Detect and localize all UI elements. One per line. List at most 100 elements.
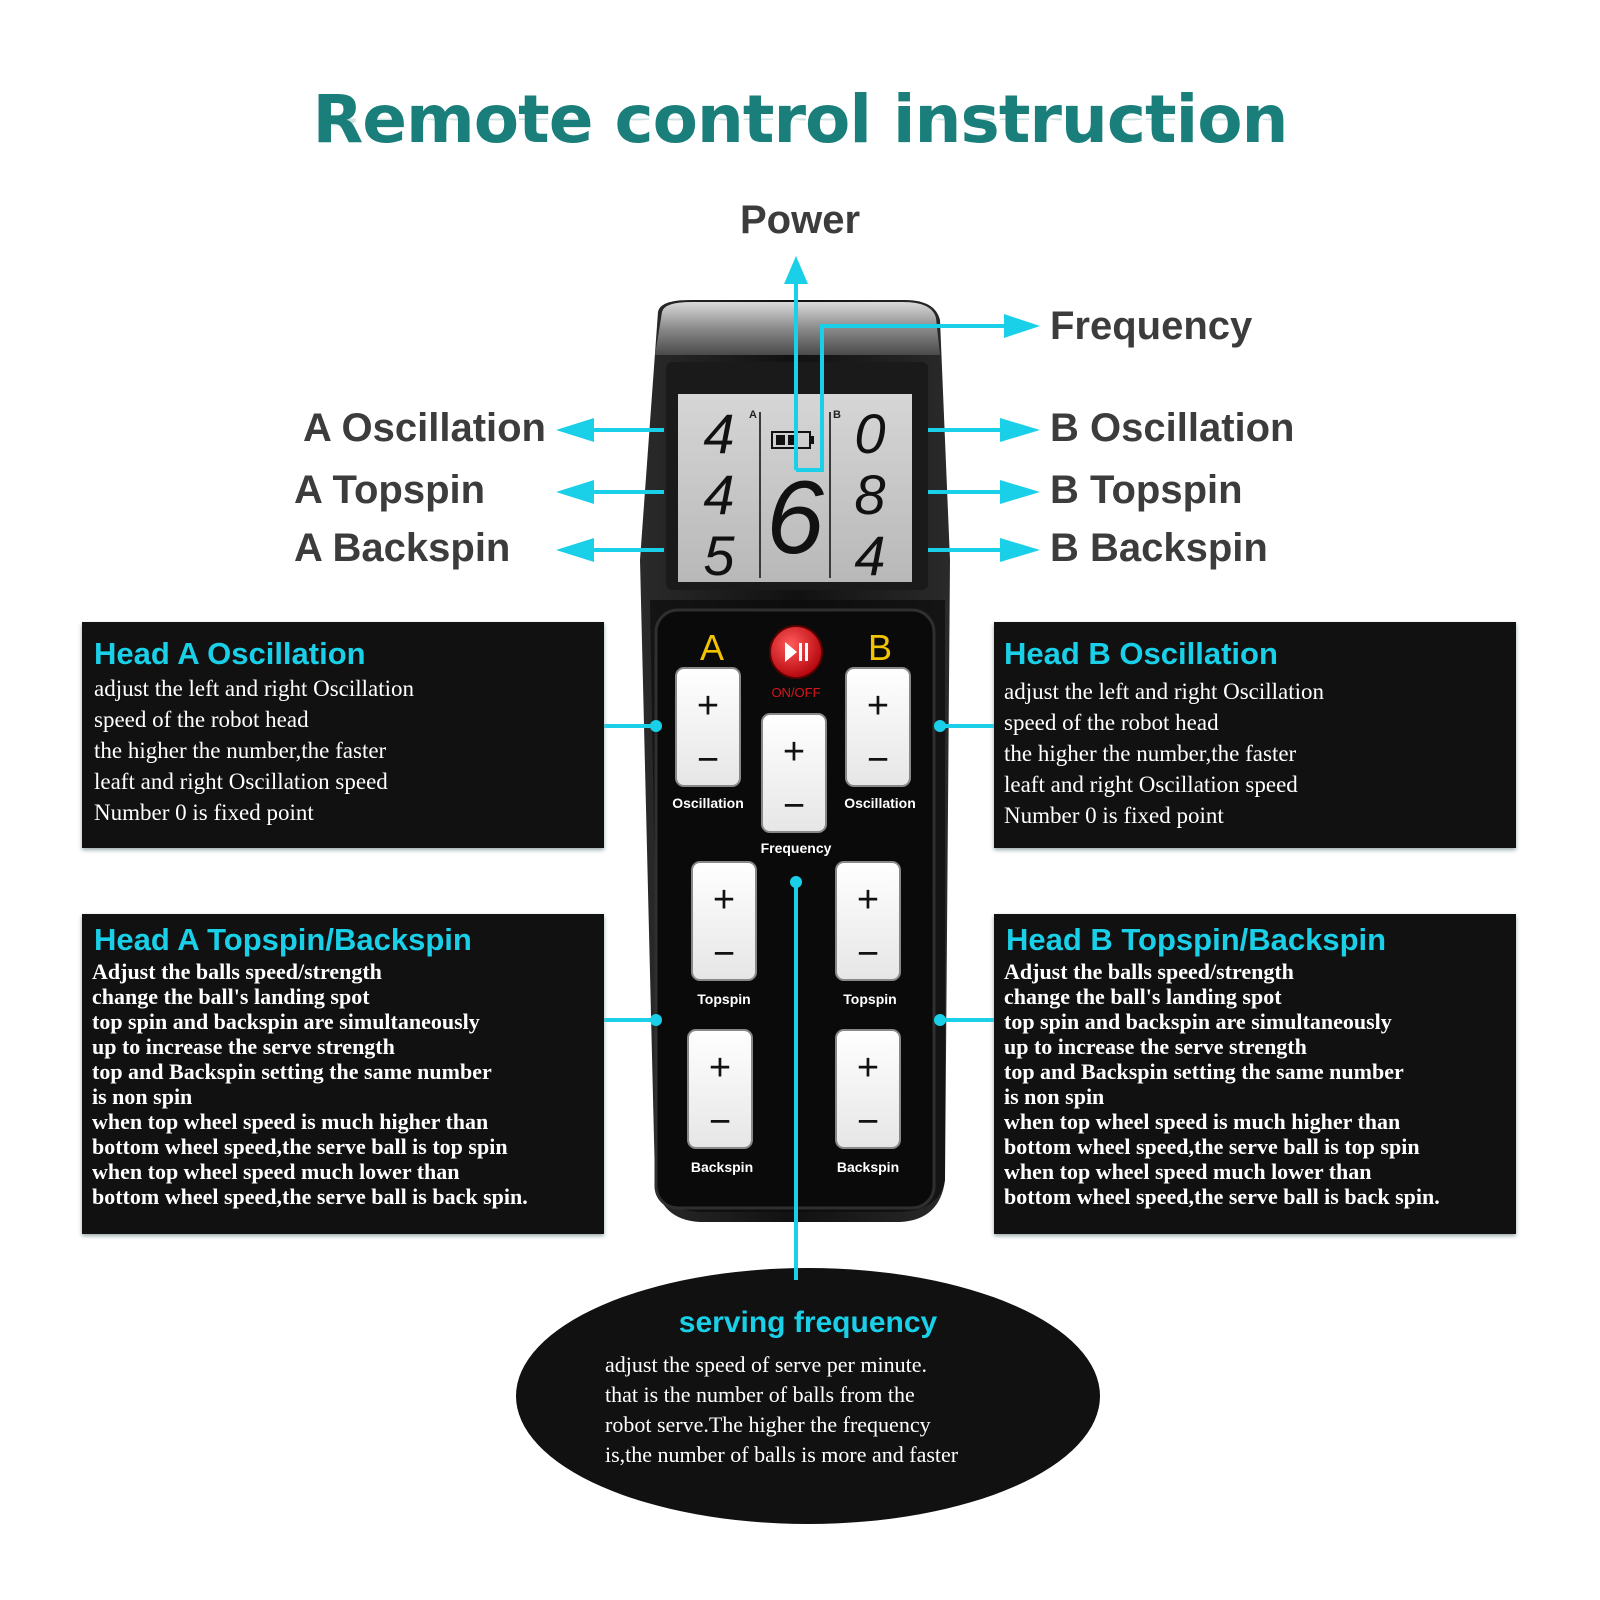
- lcd-b-topspin-value: 8: [854, 463, 885, 526]
- b-oscillation-key[interactable]: + −: [845, 667, 911, 787]
- b-backspin-key-label: Backspin: [837, 1159, 899, 1175]
- head-a-spin-line: is non spin: [92, 1084, 193, 1109]
- lcd-b-label: B: [833, 409, 841, 421]
- b-backspin-key[interactable]: + −: [835, 1029, 901, 1149]
- head-b-spin-dot-icon: [934, 1014, 946, 1026]
- b-topspin-key[interactable]: + −: [835, 861, 901, 981]
- a-oscillation-key[interactable]: + −: [675, 667, 741, 787]
- b-topspin-minus[interactable]: −: [857, 933, 879, 975]
- lcd-a-oscillation-value: 4: [703, 402, 734, 465]
- lcd-display: A B 4 4 5 6 0 8 4: [666, 362, 928, 590]
- head-b-spin-line: top and Backspin setting the same number: [1004, 1059, 1404, 1084]
- lcd-a-topspin-value: 4: [703, 463, 734, 526]
- head-b-spin-line: bottom wheel speed,the serve ball is top…: [1004, 1134, 1420, 1159]
- head-a-spin-line: Adjust the balls speed/strength: [92, 959, 382, 984]
- head-b-spin-line: Adjust the balls speed/strength: [1004, 959, 1294, 984]
- serving-frequency-line: is,the number of balls is more and faste…: [605, 1442, 959, 1467]
- callout-power: Power: [739, 198, 861, 242]
- lcd-a-label: A: [749, 409, 757, 421]
- a-oscillation-minus[interactable]: −: [697, 739, 719, 781]
- head-b-oscillation-panel: Head B Oscillation adjust the left and r…: [994, 622, 1516, 848]
- head-a-oscillation-panel: Head A Oscillation adjust the left and r…: [82, 622, 604, 848]
- head-a-spin-title: Head A Topspin/Backspin: [94, 922, 472, 957]
- a-backspin-minus[interactable]: −: [709, 1101, 731, 1143]
- a-topspin-arrow-icon: [556, 480, 594, 504]
- head-a-spin-line: top and Backspin setting the same number: [92, 1059, 492, 1084]
- a-topspin-key-label: Topspin: [697, 991, 750, 1007]
- serving-frequency-title: serving frequency: [678, 1306, 938, 1339]
- b-backspin-minus[interactable]: −: [857, 1101, 879, 1143]
- serving-frequency-line: that is the number of balls from the: [605, 1382, 915, 1407]
- serving-frequency-line: adjust the speed of serve per minute.: [605, 1352, 927, 1377]
- b-backspin-arrow-icon: [1000, 538, 1040, 562]
- head-b-spin-line: is non spin: [1004, 1084, 1105, 1109]
- head-b-spin-panel: Head B Topspin/Backspin Adjust the balls…: [994, 914, 1516, 1234]
- page-title: Remote control instruction: [312, 81, 1288, 158]
- head-a-spin-panel: Head A Topspin/Backspin Adjust the balls…: [82, 914, 604, 1234]
- frequency-plus[interactable]: +: [783, 731, 805, 773]
- b-oscillation-plus[interactable]: +: [867, 685, 889, 727]
- head-b-oscillation-line: the higher the number,the faster: [1004, 741, 1297, 766]
- head-a-label: A: [700, 627, 724, 668]
- callout-a-topspin: A Topspin: [294, 468, 486, 512]
- head-a-spin-line: top spin and backspin are simultaneously: [92, 1009, 480, 1034]
- a-backspin-key[interactable]: + −: [687, 1029, 753, 1149]
- battery-icon: [771, 431, 814, 449]
- a-topspin-key[interactable]: + −: [691, 861, 757, 981]
- head-b-spin-line: change the ball's landing spot: [1004, 984, 1282, 1009]
- head-a-spin-line: up to increase the serve strength: [92, 1034, 395, 1059]
- head-a-oscillation-line: speed of the robot head: [94, 707, 309, 732]
- b-topspin-arrow-icon: [1000, 480, 1040, 504]
- head-a-oscillation-line: the higher the number,the faster: [94, 738, 387, 763]
- frequency-key[interactable]: + −: [761, 713, 827, 833]
- head-b-spin-line: bottom wheel speed,the serve ball is bac…: [1004, 1184, 1440, 1209]
- head-a-spin-line: bottom wheel speed,the serve ball is top…: [92, 1134, 508, 1159]
- power-button[interactable]: [769, 625, 823, 679]
- head-a-oscillation-title: Head A Oscillation: [94, 636, 366, 671]
- serving-frequency-panel: [516, 1268, 1100, 1524]
- a-backspin-arrow-icon: [556, 538, 594, 562]
- a-oscillation-key-label: Oscillation: [672, 795, 744, 811]
- head-a-spin-line: bottom wheel speed,the serve ball is bac…: [92, 1184, 528, 1209]
- a-backspin-key-label: Backspin: [691, 1159, 753, 1175]
- head-a-spin-line: when top wheel speed is much higher than: [92, 1109, 489, 1134]
- callout-a-oscillation: A Oscillation: [302, 406, 546, 450]
- play-pause-icon: [785, 642, 808, 662]
- head-a-spin-line: change the ball's landing spot: [92, 984, 370, 1009]
- head-a-oscillation-line: adjust the left and right Oscillation: [94, 676, 415, 701]
- head-a-oscillation-line: Number 0 is fixed point: [94, 800, 314, 825]
- lcd-a-backspin-value: 5: [703, 524, 735, 587]
- b-backspin-plus[interactable]: +: [857, 1047, 879, 1089]
- frequency-arrow-icon: [1004, 314, 1040, 338]
- callout-b-oscillation: B Oscillation: [1050, 406, 1295, 450]
- head-b-spin-title: Head B Topspin/Backspin: [1006, 922, 1387, 957]
- head-b-oscillation-line: Number 0 is fixed point: [1004, 803, 1224, 828]
- callout-b-backspin: B Backspin: [1050, 526, 1268, 570]
- head-b-oscillation-line: adjust the left and right Oscillation: [1004, 679, 1325, 704]
- b-oscillation-minus[interactable]: −: [867, 739, 889, 781]
- head-a-spin-line: when top wheel speed much lower than: [92, 1159, 460, 1184]
- head-b-oscillation-dot-icon: [934, 720, 946, 732]
- a-topspin-plus[interactable]: +: [713, 879, 735, 921]
- head-b-spin-line: top spin and backspin are simultaneously: [1004, 1009, 1392, 1034]
- frequency-minus[interactable]: −: [783, 785, 805, 827]
- power-arrow-icon: [784, 256, 808, 284]
- b-oscillation-key-label: Oscillation: [844, 795, 916, 811]
- head-b-spin-line: when top wheel speed is much higher than: [1004, 1109, 1401, 1134]
- a-topspin-minus[interactable]: −: [713, 933, 735, 975]
- serving-frequency-dot-icon: [790, 876, 802, 888]
- b-topspin-key-label: Topspin: [843, 991, 896, 1007]
- lcd-b-backspin-value: 4: [854, 524, 885, 587]
- power-label: ON/OFF: [771, 685, 820, 700]
- a-oscillation-plus[interactable]: +: [697, 685, 719, 727]
- frequency-key-label: Frequency: [761, 840, 832, 856]
- head-a-spin-dot-icon: [650, 1014, 662, 1026]
- head-a-oscillation-line: leaft and right Oscillation speed: [94, 769, 388, 794]
- frequency-connector: [796, 324, 1008, 472]
- head-a-oscillation-dot-icon: [650, 720, 662, 732]
- b-topspin-plus[interactable]: +: [857, 879, 879, 921]
- a-backspin-plus[interactable]: +: [709, 1047, 731, 1089]
- b-oscillation-arrow-icon: [1000, 418, 1040, 442]
- callout-b-topspin: B Topspin: [1050, 468, 1243, 512]
